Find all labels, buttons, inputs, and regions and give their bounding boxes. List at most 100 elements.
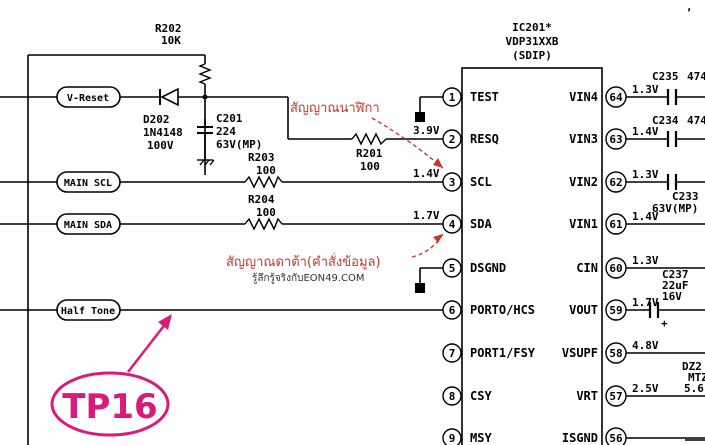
r202-ref: R202 — [155, 22, 182, 35]
ground-symbol-dsgnd — [415, 283, 425, 293]
pin-number: 63 — [609, 133, 622, 146]
pin-name: TEST — [470, 90, 499, 104]
pin-number: 3 — [449, 176, 456, 189]
ic-pin-8: 8 CSY — [442, 386, 492, 406]
pin-name: VIN4 — [569, 90, 598, 104]
annotation-clock-signal: สัญญาณนาฬิกา — [290, 101, 380, 116]
pin-name: CSY — [470, 389, 492, 403]
resistors — [198, 63, 387, 231]
ic-pin-6: 6 PORTO/HCS — [442, 300, 535, 320]
pin-name: DSGND — [470, 261, 506, 275]
pin-name: PORT1/FSY — [470, 346, 536, 360]
d202-symbol — [159, 87, 179, 107]
vout-voltage: 1.7V — [632, 296, 659, 309]
pin-number: 57 — [609, 390, 622, 403]
c235-ref: C235 — [652, 70, 679, 83]
annotation-data-signal: สัญญาณดาต้า(คำสั่งข้อมูล) — [226, 253, 381, 270]
annotation-clock-arrowhead — [433, 158, 443, 168]
c201-symbol — [197, 126, 213, 134]
r203-ref: R203 — [248, 151, 275, 164]
r204-ref: R204 — [248, 193, 275, 206]
r204-value: 100 — [256, 206, 276, 219]
c201-rating: 63V(MP) — [216, 138, 262, 151]
vin1-voltage: 1.4V — [632, 210, 659, 223]
r201-value: 100 — [360, 160, 380, 173]
pin-name: PORTO/HCS — [470, 303, 535, 317]
pin-number: 62 — [609, 176, 622, 189]
c237-plus: + — [661, 317, 668, 330]
annotation-data-arrowhead — [433, 234, 443, 243]
r202-symbol — [198, 63, 212, 85]
testpoint-ellipse — [50, 371, 170, 437]
c234-value: 474 — [687, 114, 705, 127]
testpoint-arrow — [127, 317, 171, 373]
c233-rating: 63V(MP) — [652, 202, 698, 215]
right-wiring — [626, 96, 705, 439]
r201-ref: R201 — [356, 147, 383, 160]
net-label-half-tone: Half Tone — [61, 306, 115, 317]
right-caps — [648, 89, 678, 318]
pin-name: VSUPF — [562, 346, 598, 360]
net-label-main-sda: MAIN SDA — [64, 220, 112, 231]
testpoint-arrowhead — [158, 314, 172, 330]
testpoint-label: TP16 — [62, 387, 157, 427]
pin-number: 4 — [449, 218, 456, 231]
net-label-v-reset: V-Reset — [67, 93, 109, 104]
ic-ref: IC201* — [512, 21, 552, 34]
pin-name: VIN1 — [569, 217, 598, 231]
net-labels: V-Reset MAIN SCL MAIN SDA Half Tone — [56, 86, 121, 321]
ic-header: IC201* VDP31XXB (SDIP) — [506, 21, 559, 62]
c237-ref: C237 — [662, 268, 689, 281]
d202-part: 1N4148 — [143, 126, 183, 139]
pin-number: 8 — [449, 390, 456, 403]
pin-name: MSY — [470, 431, 492, 445]
pin-number: 61 — [609, 218, 623, 231]
d202-ref: D202 — [143, 113, 170, 126]
c201-ground — [197, 159, 215, 166]
scl-voltage: 1.4V — [413, 167, 440, 180]
ic-pin-60: 60 CIN — [576, 257, 627, 279]
r202-value: 10K — [161, 34, 181, 47]
ground-symbol-test — [415, 112, 425, 122]
pin-number: 59 — [609, 304, 622, 317]
pin-name: RESQ — [470, 132, 499, 146]
resq-voltage: 3.9V — [413, 124, 440, 137]
pin-name: VRT — [576, 389, 598, 403]
pin-number: 9 — [449, 432, 456, 445]
c235-value: 474 — [687, 70, 705, 83]
c237-rating: 16V — [662, 290, 682, 303]
pin-name: VIN3 — [569, 132, 598, 146]
c201-value: 224 — [216, 125, 236, 138]
r203-value: 100 — [256, 164, 276, 177]
vsupf-voltage: 4.8V — [632, 339, 659, 352]
cin-voltage: 1.3V — [632, 254, 659, 267]
ic-pin-4: 4 SDA — [442, 214, 492, 234]
pin-number: 60 — [609, 262, 622, 275]
pin-name: VIN2 — [569, 175, 598, 189]
r203-symbol — [244, 175, 283, 189]
pin-number: 6 — [449, 304, 456, 317]
ic-pin-63: 63 VIN3 — [569, 128, 627, 150]
pin-name: SDA — [470, 217, 492, 231]
right-labels: 1.3V C235 474 1.4V C234 474 1.3V C233 63… — [632, 70, 705, 395]
component-labels: R202 10K D202 1N4148 100V C201 224 63V(M… — [143, 22, 440, 222]
dz-ref: DZ2 — [682, 360, 702, 373]
r201-symbol — [351, 132, 387, 146]
dz-part: MTZ — [688, 371, 705, 384]
pin-number: 2 — [449, 133, 456, 146]
sda-voltage: 1.7V — [413, 209, 440, 222]
dz-value: 5.6 — [684, 382, 704, 395]
ic-pin-62: 62 VIN2 — [569, 171, 627, 193]
ic-package: (SDIP) — [512, 49, 552, 62]
c237-value: 22uF — [662, 279, 689, 292]
watermark-text: รู้ลึกรู้จริงกับEON49.COM — [252, 272, 365, 284]
pin-name: CIN — [576, 261, 598, 275]
